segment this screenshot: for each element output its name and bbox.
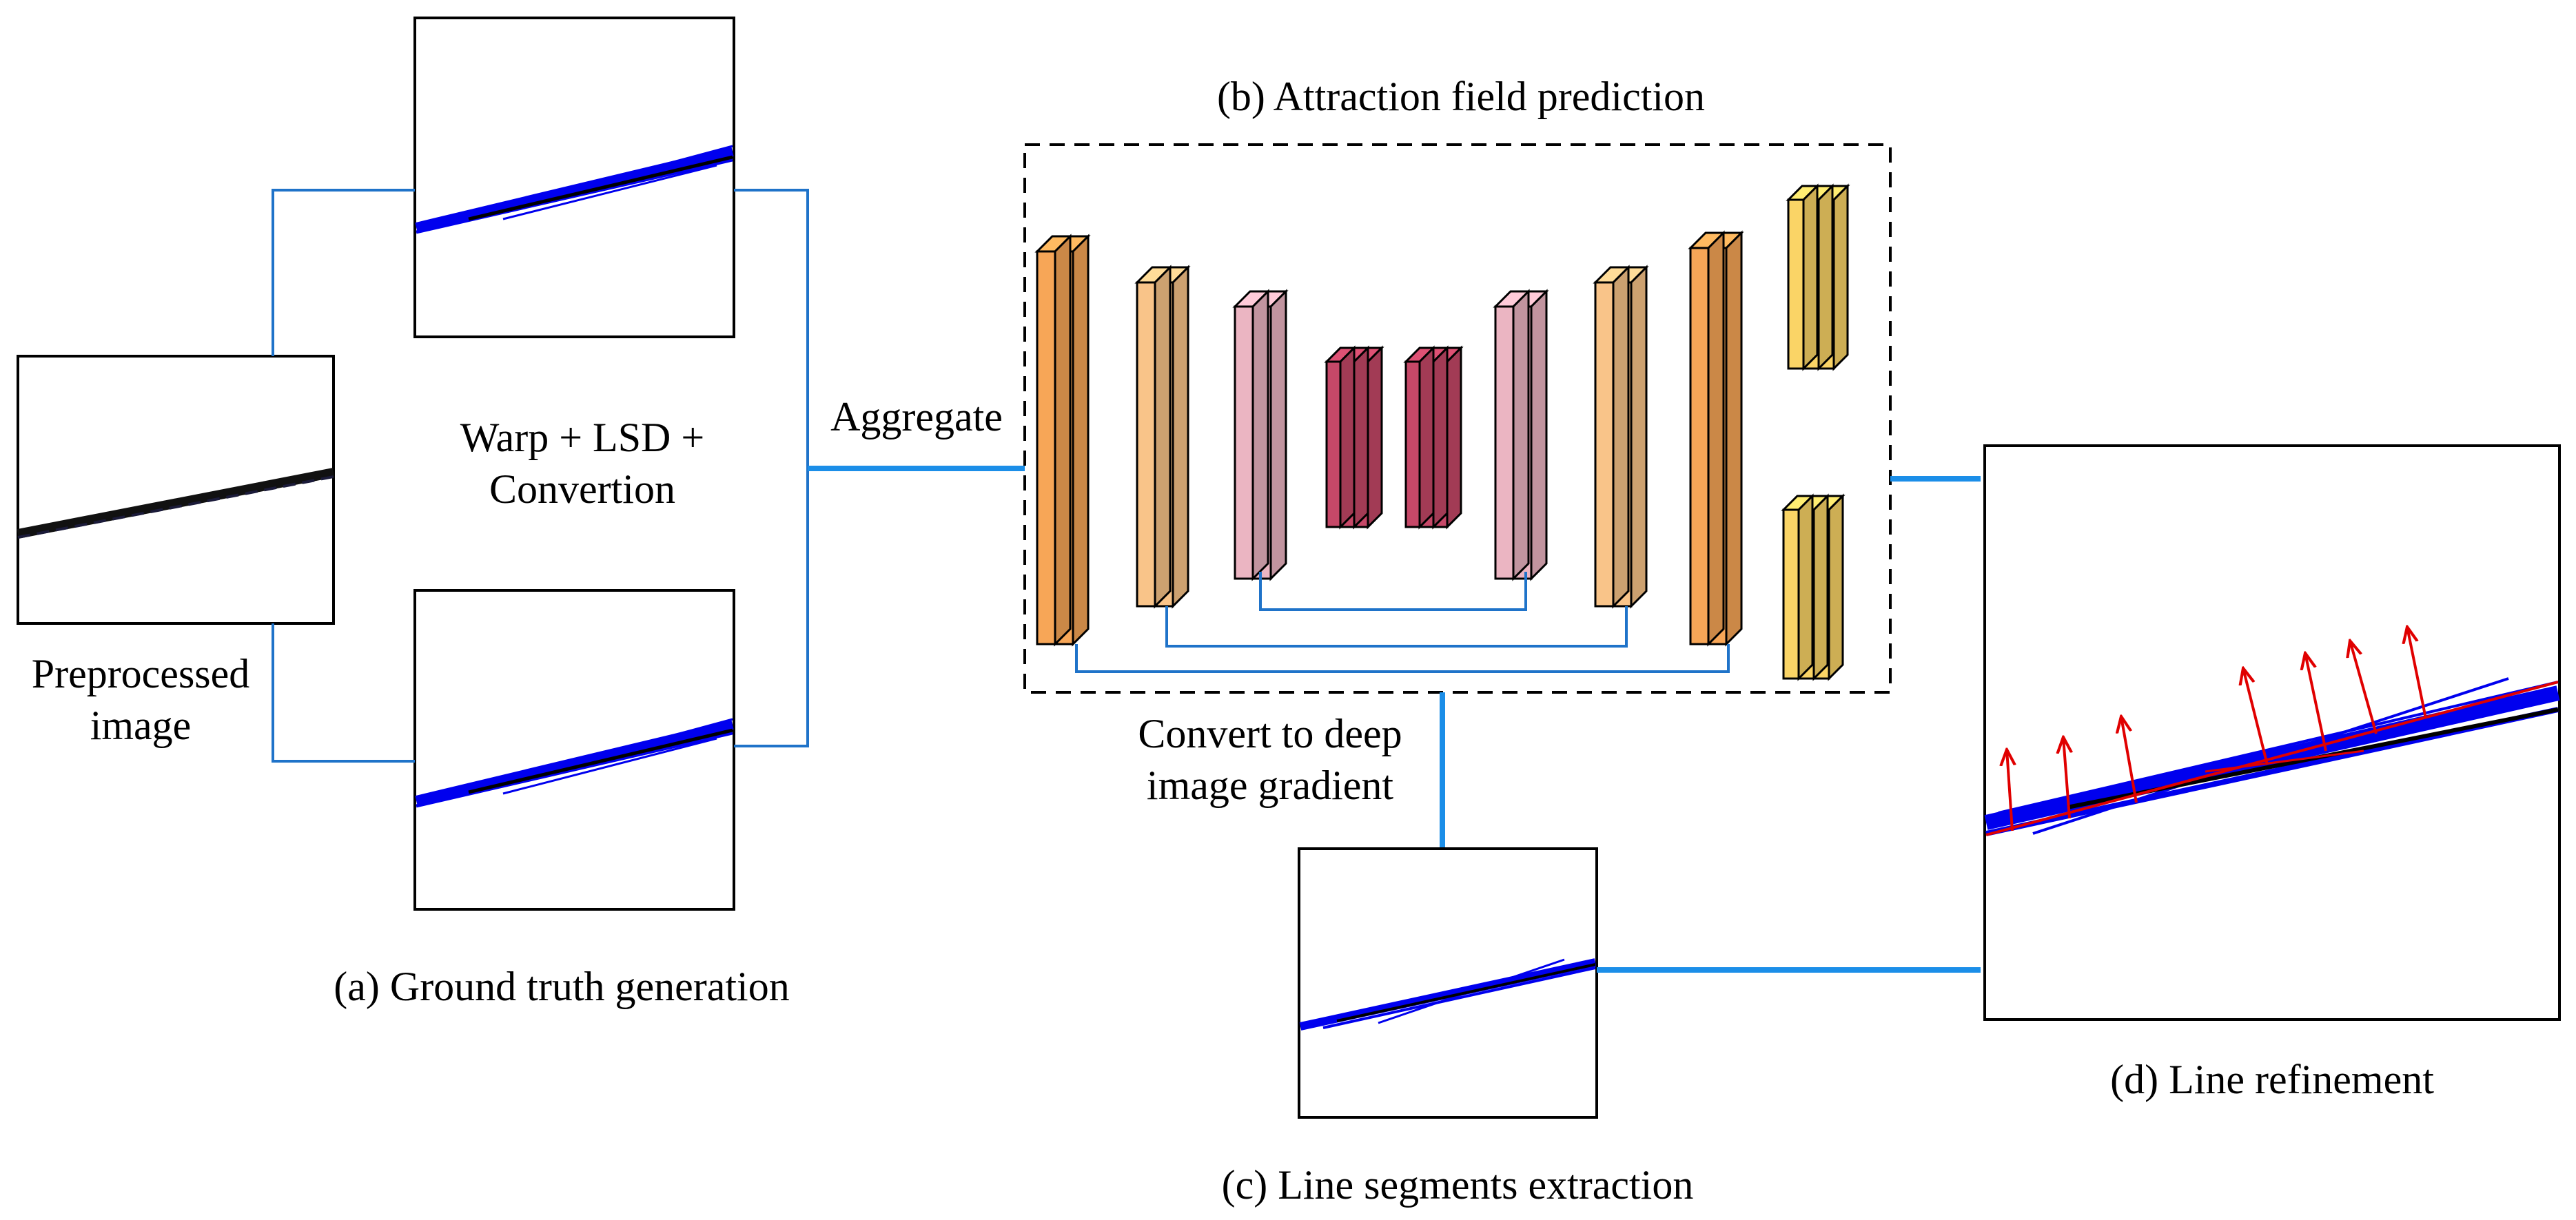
- skip-connection-middle: [1165, 606, 1628, 648]
- encoder-block-3-slab-1: [1232, 289, 1271, 581]
- panel-b: (b) Attraction field prediction Convert …: [1023, 74, 1981, 849]
- output-head-upper: [1786, 183, 1850, 371]
- connector-outputs-merge: [734, 189, 809, 747]
- refinement-vector-4: [2243, 668, 2269, 765]
- gt-image-bottom: [413, 589, 735, 911]
- encoder-block-3: [1232, 289, 1289, 581]
- refinement-vectors: [2007, 627, 2427, 831]
- input-label-line1: Preprocessed: [32, 651, 250, 696]
- decoder-block-2: [1593, 265, 1649, 609]
- bottleneck-block-1: [1324, 345, 1384, 530]
- gt-image-top: [413, 17, 735, 338]
- bottleneck-block-2: [1403, 345, 1464, 530]
- refinement-vector-2: [2063, 737, 2069, 819]
- extracted-segments-image: [1298, 847, 1598, 1119]
- input-label-line2: image: [90, 703, 192, 748]
- refinement-vector-7: [2407, 627, 2427, 719]
- panel-c-caption: (c) Line segments extraction: [1222, 1162, 1694, 1208]
- network-blocks: [1034, 183, 1850, 681]
- skip-connection-inner: [1259, 572, 1527, 611]
- process-label-line2: Convertion: [489, 466, 675, 512]
- encoder-block-1: [1034, 234, 1091, 647]
- refined-lines-image: [1983, 444, 2561, 1021]
- connector-input-to-top: [272, 189, 415, 356]
- process-label-line1: Warp + LSD +: [460, 415, 704, 460]
- decoder-block-1-slab-1: [1493, 289, 1531, 581]
- network-frame: [1023, 143, 1892, 694]
- panel-a-caption: (a) Ground truth generation: [334, 964, 789, 1009]
- connector-input-to-bottom: [272, 623, 415, 763]
- bottleneck-block-1-slab-1: [1324, 345, 1357, 530]
- output-head-lower: [1781, 493, 1846, 681]
- bottleneck-block-2-slab-1: [1403, 345, 1436, 530]
- convert-label-line1: Convert to deep: [1138, 711, 1402, 756]
- decoder-block-2-slab-1: [1593, 265, 1631, 609]
- decoder-block-3-slab-1: [1688, 230, 1726, 647]
- panel-d-caption: (d) Line refinement: [2110, 1057, 2434, 1102]
- panel-a: Aggregate Warp + LSD + Convertion Prepro…: [17, 17, 1025, 1009]
- refinement-vector-1: [2007, 749, 2012, 831]
- refinement-vector-6: [2350, 641, 2378, 734]
- decoder-block-3: [1688, 230, 1744, 647]
- decoder-block-1: [1493, 289, 1549, 581]
- output-head-lower-slab-1: [1781, 493, 1815, 681]
- encoder-block-1-slab-1: [1034, 234, 1073, 647]
- preprocessed-image: [17, 355, 335, 625]
- panel-b-caption: (b) Attraction field prediction: [1217, 74, 1705, 119]
- convert-label-line2: image gradient: [1147, 763, 1394, 808]
- skip-connection-outer: [1075, 644, 1730, 673]
- refinement-vector-5: [2305, 653, 2327, 752]
- panel-c: (c) Line segments extraction: [1222, 847, 1981, 1208]
- encoder-block-2-slab-1: [1134, 265, 1173, 609]
- encoder-block-2: [1134, 265, 1191, 609]
- output-head-upper-slab-1: [1786, 183, 1820, 371]
- aggregate-label: Aggregate: [830, 394, 1003, 440]
- refinement-vector-3: [2121, 716, 2138, 803]
- panel-d: (d) Line refinement: [1983, 444, 2561, 1102]
